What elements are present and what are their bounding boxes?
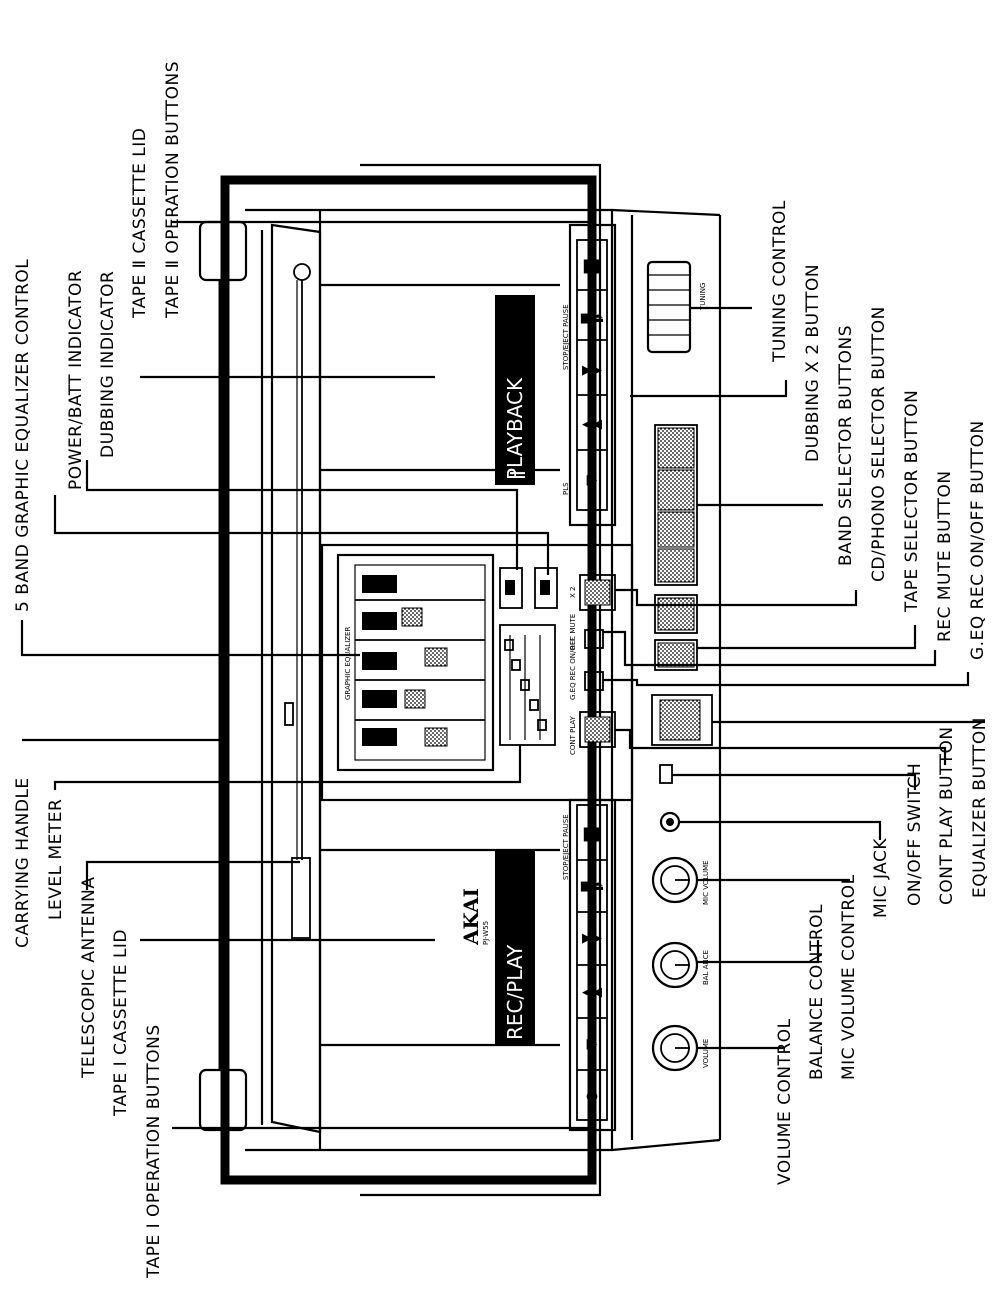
boombox-body: PLAYBACK Ⅱ REC/PLAY AKAI PJ-W55 ❚❚ ■⏏ ▶▶… (198, 163, 722, 1197)
eq-slider-3 (362, 652, 397, 670)
label-balance-control: BALANCE CONTROL (807, 904, 827, 1080)
eq-slider-5 (362, 728, 397, 746)
label-power-batt-indicator: POWER/BATT INDICATOR (66, 270, 86, 490)
tape-2-operation-buttons[interactable]: ❚❚ ■⏏ ▶▶ ◀◀ ▶ STOP/EJECT PAUSE PLS (562, 223, 617, 527)
eq-slider-1 (362, 575, 397, 593)
telescopic-antenna[interactable] (270, 223, 322, 1134)
eject-2-icon: ■⏏ (580, 311, 605, 326)
deck-1-label-plate (495, 850, 535, 1045)
rewind-1-icon: ◀◀ (582, 985, 602, 1000)
label-on-off-switch: ON/OFF SWITCH (905, 763, 925, 906)
labels-right: TUNING CONTROL DUBBING X 2 BUTTON BAND S… (770, 200, 990, 1185)
label-cd-phono-selector-button: CD/PHONO SELECTOR BUTTON (869, 306, 889, 582)
ffwd-2-icon: ▶▶ (582, 363, 602, 378)
level-meter (499, 624, 556, 746)
dubbing-x2-button[interactable]: X 2 (569, 574, 616, 611)
power-batt-indicator (499, 567, 523, 609)
eq-slider-4 (362, 690, 397, 708)
geq-caption: G.EQ REC ON/OFF (569, 637, 577, 700)
ffwd-1-icon: ▶▶ (582, 931, 602, 946)
cd-phono-selector-button[interactable] (654, 594, 698, 634)
equalizer-caption: GRAPHIC EQUALIZER (344, 627, 352, 700)
deck-2-title: PLAYBACK (503, 377, 527, 480)
band-selector-buttons[interactable] (654, 424, 698, 586)
label-band-selector-buttons: BAND SELECTOR BUTTONS (836, 325, 856, 566)
mic-jack[interactable] (659, 811, 681, 833)
deck-2-side-caption: PLS (562, 482, 570, 495)
cont-play-caption: CONT PLAY (569, 715, 577, 755)
label-dubbing-indicator: DUBBING INDICATOR (98, 271, 118, 458)
equalizer-section: GRAPHIC EQUALIZER (320, 543, 634, 802)
play-1-icon: ▶ (587, 1036, 598, 1052)
label-tape-2-cassette-lid: TAPE Ⅱ CASSETTE LID (130, 128, 150, 319)
play-2-icon: ▶ (587, 472, 598, 488)
pause-1-icon: ❚❚ (580, 826, 603, 842)
dubbing-indicator (534, 567, 558, 609)
deck-1-title: REC/PLAY (503, 944, 527, 1040)
labels-left: TAPE Ⅱ OPERATION BUTTONS TAPE Ⅱ CASSETTE… (13, 61, 183, 1279)
label-cont-play-button: CONT PLAY BUTTON (937, 726, 957, 905)
label-telescopic-antenna: TELESCOPIC ANTENNA (79, 877, 99, 1079)
deck-2-numeral: Ⅱ (506, 470, 530, 480)
label-tape-1-operation-buttons: TAPE Ⅰ OPERATION BUTTONS (144, 1024, 164, 1279)
label-geq-rec-on-off-button: G.EQ REC ON/OFF BUTTON (968, 420, 988, 660)
tape-2-deck: PLAYBACK Ⅱ (320, 283, 560, 485)
rewind-2-icon: ◀◀ (582, 417, 602, 432)
eject-1-icon: ■⏏ (580, 879, 605, 894)
label-volume-control: VOLUME CONTROL (775, 1018, 795, 1185)
equalizer-panel (336, 553, 495, 772)
vol-caption: VOLUME (702, 1039, 710, 1068)
label-tape-2-operation-buttons: TAPE Ⅱ OPERATION BUTTONS (163, 61, 183, 319)
label-tape-selector-button: TAPE SELECTOR BUTTON (902, 390, 922, 613)
label-tuning-control: TUNING CONTROL (770, 200, 790, 363)
label-rec-mute-button: REC MUTE BUTTON (935, 470, 955, 642)
mic-volume-knob[interactable]: MIC VOLUME (651, 856, 710, 905)
label-mic-volume-control: MIC VOLUME CONTROL (839, 874, 859, 1080)
tuning-caption: TUNING (699, 283, 707, 311)
record-1-icon: ● (586, 1088, 598, 1104)
mic-caption: MIC VOLUME (702, 860, 710, 905)
pause-2-icon: ❚❚ (580, 258, 603, 274)
back-frame (360, 163, 602, 1197)
geq-rec-button[interactable]: G.EQ REC ON/OFF (569, 637, 604, 700)
label-dubbing-x2-button: DUBBING X 2 BUTTON (803, 264, 823, 462)
deck-2-label-plate (495, 295, 535, 485)
label-tape-1-cassette-lid: TAPE Ⅰ CASSETTE LID (111, 929, 131, 1117)
bal-caption: BAL ANCE (702, 950, 710, 985)
eq-slider-2 (362, 612, 397, 630)
model-number: PJ-W55 (482, 921, 490, 945)
equalizer-sliders[interactable] (354, 564, 486, 761)
label-carrying-handle: CARRYING HANDLE (13, 777, 33, 948)
label-level-meter: LEVEL METER (46, 799, 66, 920)
label-5-band-graphic-equalizer-control: 5 BAND GRAPHIC EQUALIZER CONTROL (13, 259, 33, 612)
label-equalizer-button: EQUALIZER BUTTON (970, 717, 990, 898)
x2-caption: X 2 (569, 587, 577, 598)
cont-play-button[interactable]: CONT PLAY (569, 711, 616, 755)
tape-1-deck: REC/PLAY AKAI PJ-W55 (320, 848, 560, 1047)
carrying-handle[interactable] (198, 220, 248, 1132)
leader-lines (20, 220, 985, 1130)
on-off-switch[interactable] (659, 764, 673, 784)
brand-logo: AKAI (459, 888, 483, 946)
equalizer-button[interactable] (651, 694, 713, 746)
tape-selector-button[interactable] (654, 639, 698, 671)
rec-mute-button[interactable]: REC MUTE (569, 614, 604, 650)
deck-1-button-caption: STOP/EJECT PAUSE (562, 814, 570, 880)
deck-2-button-caption: STOP/EJECT PAUSE (562, 304, 570, 370)
label-mic-jack: MIC JACK (871, 838, 891, 918)
balance-knob[interactable]: BAL ANCE (651, 941, 710, 989)
rec-mute-caption: REC MUTE (569, 614, 577, 650)
